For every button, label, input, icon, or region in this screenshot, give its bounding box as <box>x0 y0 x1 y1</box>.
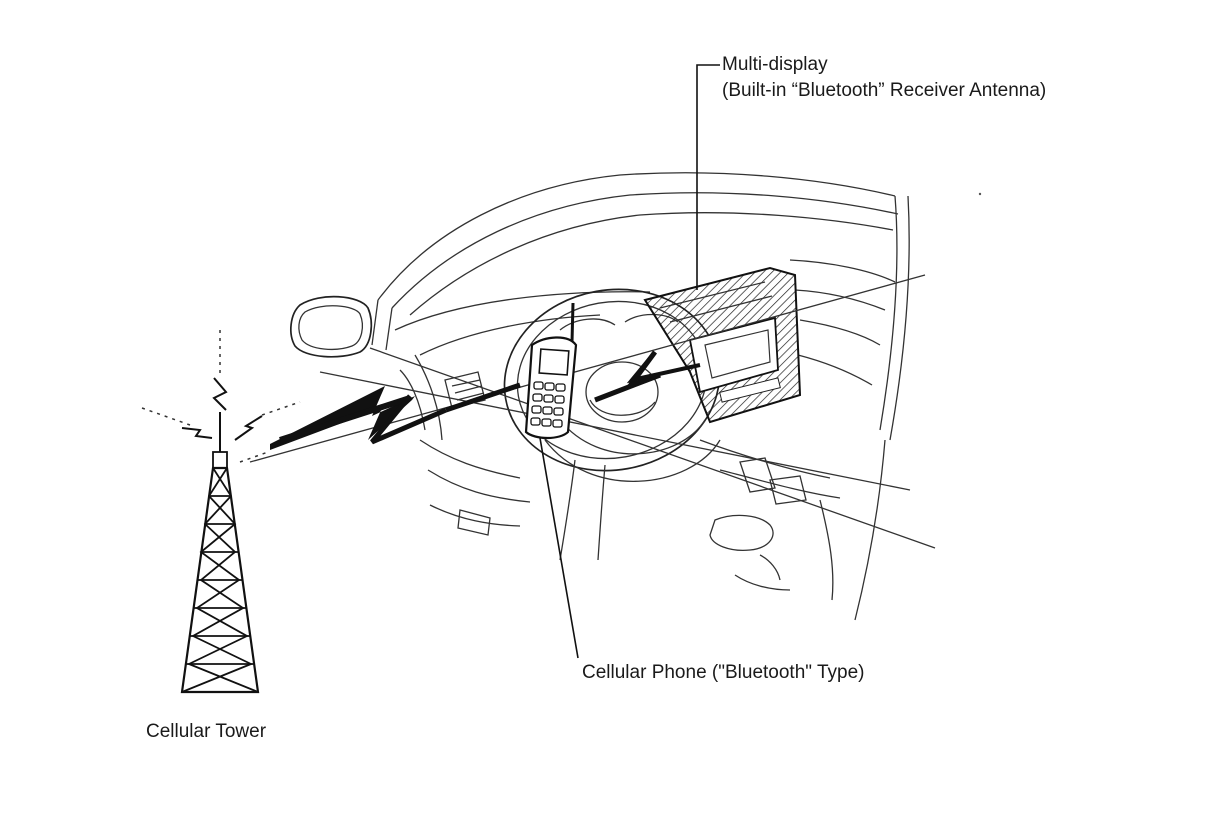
signal-bolts <box>141 330 701 463</box>
multi-display-label-line1: Multi-display <box>722 54 828 75</box>
cellular-phone <box>524 302 578 440</box>
cellular-phone-label: Cellular Phone ("Bluetooth" Type) <box>582 662 865 683</box>
cellular-tower <box>180 412 260 694</box>
perspective-lines <box>249 274 936 549</box>
cellular-tower-label: Cellular Tower <box>146 721 267 742</box>
multi-display-unit <box>643 266 802 424</box>
multi-display-label-line2: (Built-in “Bluetooth” Receiver Antenna) <box>722 79 1047 101</box>
leader-lines <box>539 64 720 659</box>
multi-display-label: Multi-display (Built-in “Bluetooth” Rece… <box>722 52 1046 103</box>
stray-dot <box>978 192 982 196</box>
